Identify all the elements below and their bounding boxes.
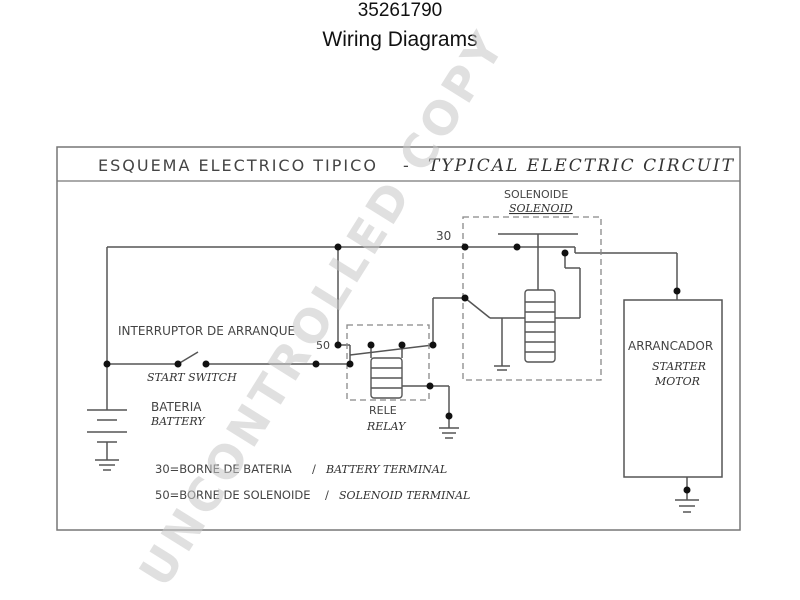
solenoid-coil (524, 289, 556, 363)
page-title: Wiring Diagrams (322, 28, 478, 51)
starter-label-en-2: MOTOR (654, 375, 700, 388)
heading-es: ESQUEMA ELECTRICO TIPICO (98, 156, 378, 175)
heading-separator: - (403, 156, 409, 175)
junction-dots (103, 243, 691, 494)
switch-label-es: INTERRUPTOR DE ARRANQUE (118, 324, 295, 338)
solenoid-label-es: SOLENOIDE (504, 188, 568, 201)
starter-label-es: ARRANCADOR (628, 339, 713, 353)
note-50-es: 50=BORNE DE SOLENOIDE (155, 488, 311, 502)
part-number: 35261790 (357, 0, 443, 21)
note-50-en: SOLENOID TERMINAL (339, 489, 470, 502)
relay-coil (370, 357, 403, 399)
heading-en: TYPICAL ELECTRIC CIRCUIT (428, 156, 735, 176)
note-50-sep: / (325, 488, 329, 502)
relay-label-es: RELE (369, 404, 397, 417)
note-30-sep: / (312, 462, 316, 476)
terminal-50-label: 50 (316, 339, 330, 352)
wires (87, 233, 699, 513)
terminal-30-label: 30 (436, 229, 451, 243)
switch-label-en: START SWITCH (147, 371, 237, 384)
battery-label-es: BATERIA (151, 400, 202, 414)
relay-enclosure (346, 324, 430, 401)
watermark: UNCONTROLLED COPY (129, 20, 517, 596)
solenoid-label-en: SOLENOID (509, 202, 573, 215)
note-30-en: BATTERY TERMINAL (325, 463, 447, 476)
battery-label-en: BATTERY (150, 415, 206, 428)
note-30-es: 30=BORNE DE BATERIA (155, 462, 292, 476)
diagram-frame (56, 146, 741, 531)
starter-label-en-1: STARTER (652, 360, 706, 373)
relay-label-en: RELAY (366, 420, 407, 433)
starter-motor-box (623, 299, 723, 478)
